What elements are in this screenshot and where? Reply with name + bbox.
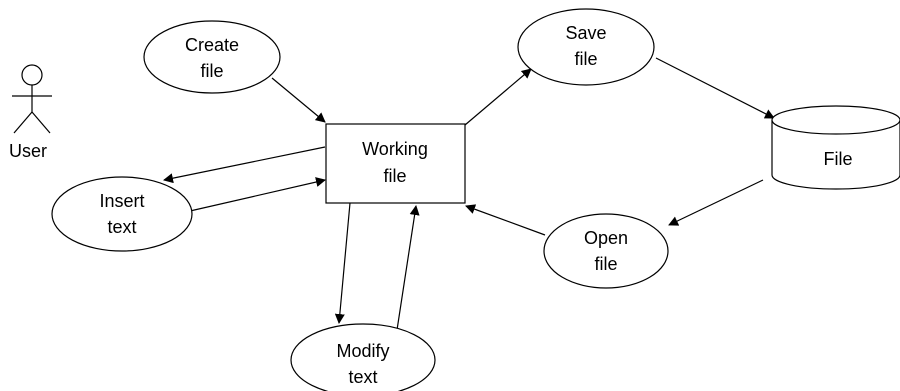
edge-modify-to-working (396, 205, 420, 331)
user-actor: User (9, 64, 52, 161)
create-file-label-line2: file (200, 61, 223, 81)
modify-text-label-line2: text (348, 367, 377, 387)
actor-head (21, 64, 43, 86)
working-file-label-line2: file (383, 166, 406, 186)
working-file-label-line1: Working (362, 139, 428, 159)
insert-text-label-line2: text (107, 217, 136, 237)
save-file-label-line2: file (574, 49, 597, 69)
edge-open-to-working (465, 204, 546, 236)
actor-right-leg (31, 111, 51, 134)
edge-insert-to-working (189, 177, 326, 212)
insert-text-label-line1: Insert (99, 191, 144, 211)
working-file-box (325, 123, 466, 204)
edge-save-to-file (655, 57, 775, 119)
save-file-label-line1: Save (565, 23, 606, 43)
node-file-store: File (771, 105, 900, 190)
edges (163, 57, 775, 331)
modify-text-label-line1: Modify (336, 341, 389, 361)
actor-left-leg (13, 111, 33, 134)
file-store-cylinder-top (771, 105, 900, 135)
open-file-label-line1: Open (584, 228, 628, 248)
actor-label: User (9, 141, 47, 161)
file-store-label: File (823, 149, 852, 169)
edge-working-to-modify (334, 202, 351, 324)
node-working-file: Working file (325, 123, 466, 204)
open-file-ellipse (543, 213, 669, 289)
create-file-label-line1: Create (185, 35, 239, 55)
create-file-ellipse (143, 20, 281, 94)
node-save-file: Save file (517, 8, 655, 86)
node-insert-text: Insert text (51, 176, 193, 252)
node-open-file: Open file (543, 213, 669, 289)
file-store-cylinder-body (771, 120, 900, 190)
edge-working-to-insert (163, 146, 326, 184)
edge-file-to-open (668, 179, 764, 226)
save-file-ellipse (517, 8, 655, 86)
edge-create-to-working (271, 77, 326, 123)
node-create-file: Create file (143, 20, 281, 94)
node-modify-text: Modify text (290, 323, 436, 391)
insert-text-ellipse (51, 176, 193, 252)
open-file-label-line2: file (594, 254, 617, 274)
edge-working-to-save (464, 68, 532, 126)
modify-text-ellipse (290, 323, 436, 391)
